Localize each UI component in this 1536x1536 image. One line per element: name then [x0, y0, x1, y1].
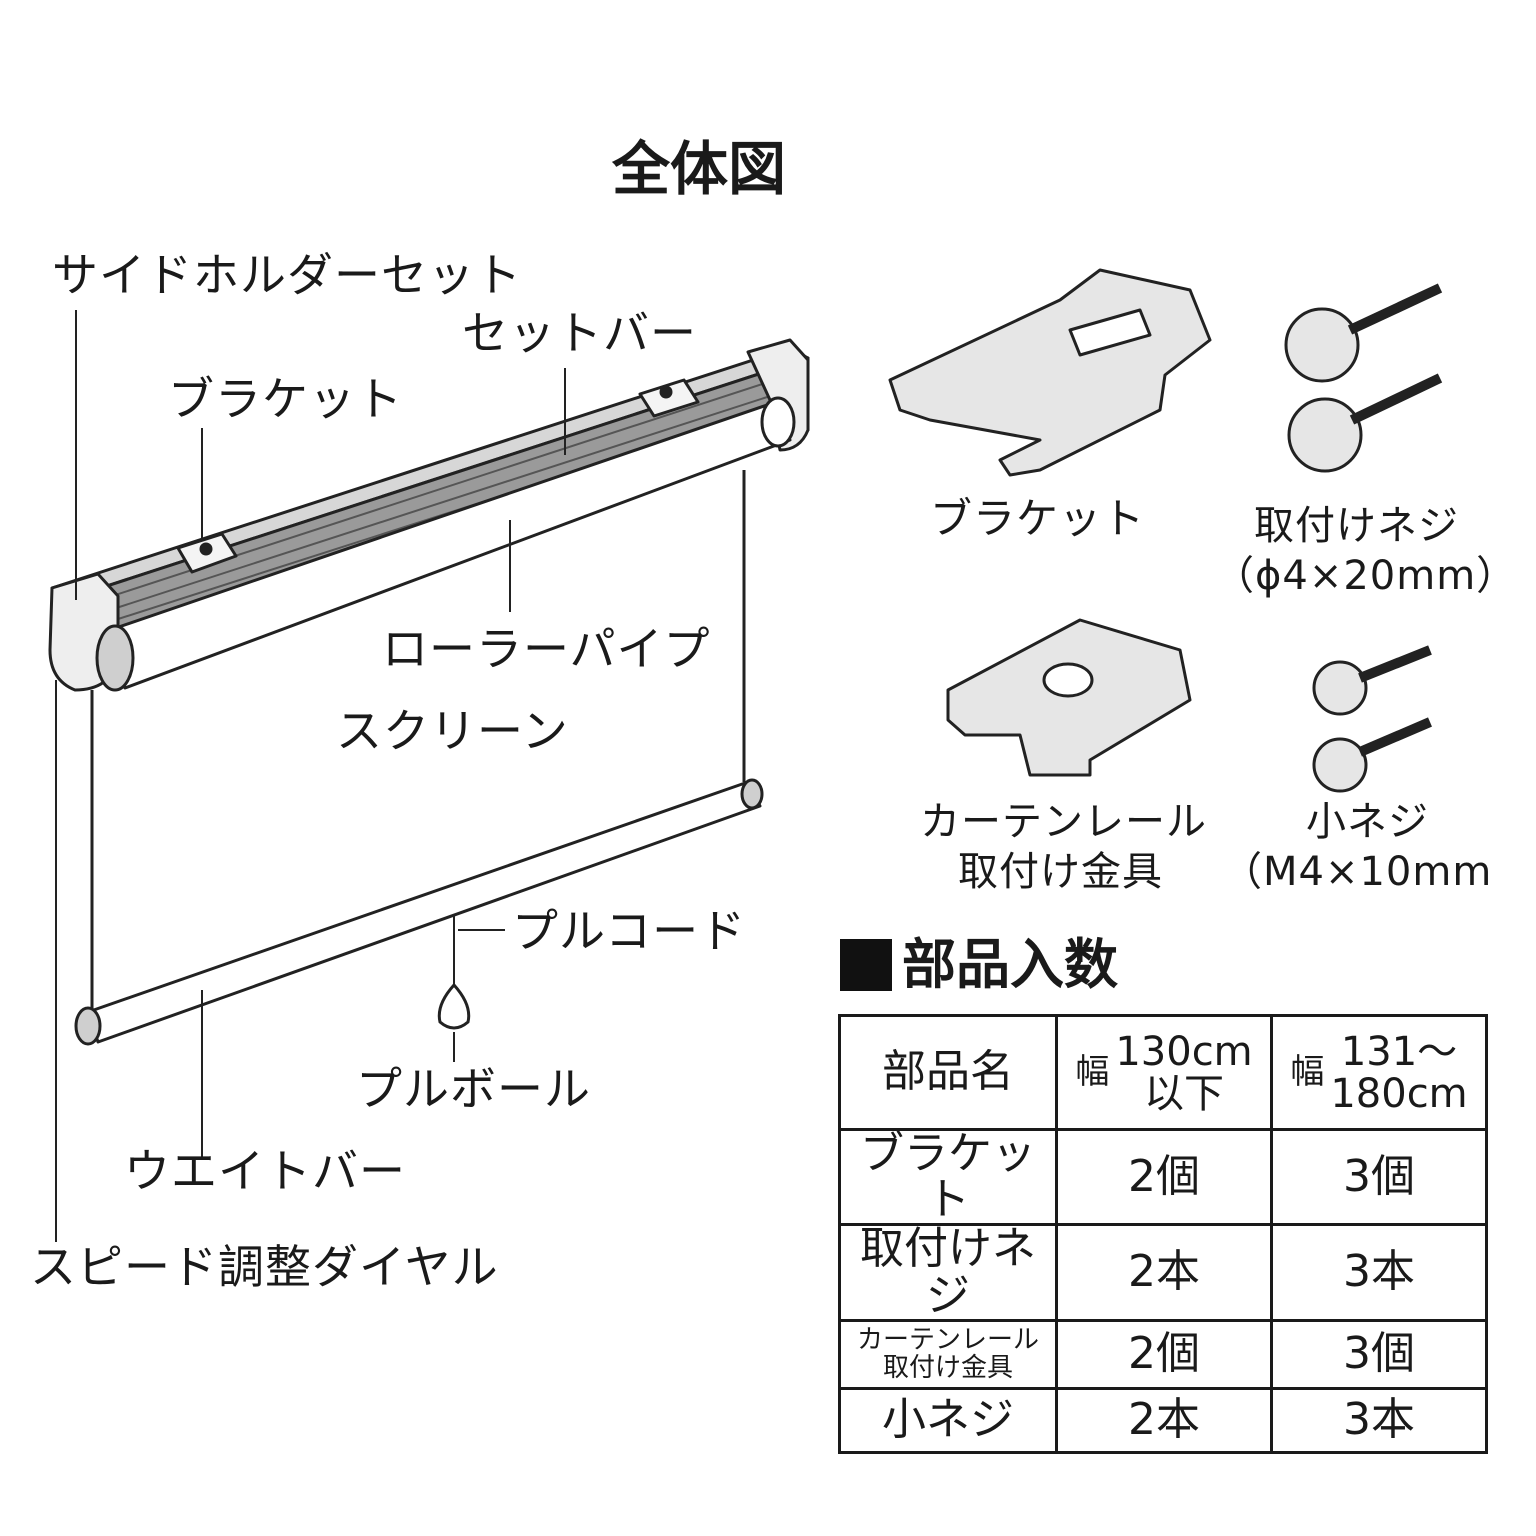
header-col2-line2: 180cm: [1330, 1070, 1468, 1117]
cell-name-line1: カーテンレール: [856, 1324, 1039, 1355]
header-col1-line2: 以下: [1144, 1070, 1224, 1117]
cell-name: 小ネジ: [838, 1386, 1058, 1454]
square-bullet-icon: [840, 939, 892, 991]
table-header-row: 部品名 幅 130cm 以下 幅 131～ 180cm: [838, 1014, 1488, 1131]
caption-rail-fitting-2: 取付け金具: [958, 849, 1163, 895]
label-bracket: ブラケット: [168, 372, 403, 426]
label-pull-cord: プルコード: [512, 904, 747, 958]
header-col2-prefix: 幅: [1290, 1051, 1325, 1092]
label-set-bar: セットバー: [462, 306, 697, 360]
header-col1-line1: 130cm: [1115, 1028, 1253, 1075]
screw-icon-1: [1284, 283, 1443, 383]
cell-c1: 2個: [1055, 1318, 1273, 1390]
page-title: 全体図: [612, 135, 787, 203]
cell-c2: 3本: [1270, 1223, 1488, 1322]
caption-small-screw-name: 小ネジ: [1306, 799, 1429, 845]
table-row: 取付けネジ 2本 3本: [838, 1223, 1488, 1322]
header-col2-line1: 131～: [1340, 1028, 1458, 1075]
cell-name-line2: 取付け金具: [882, 1353, 1013, 1384]
caption-small-screw-size: （M4×10mm: [1222, 849, 1493, 895]
caption-screw-name: 取付けネジ: [1254, 503, 1459, 549]
bracket-shape-2: [638, 378, 700, 418]
cell-c2: 3個: [1270, 1127, 1488, 1227]
label-speed-dial: スピード調整ダイヤル: [30, 1240, 499, 1294]
cell-name-two-line: カーテンレール 取付け金具: [838, 1318, 1058, 1390]
label-weight-bar: ウエイトバー: [124, 1144, 406, 1198]
cell-c2: 3個: [1270, 1318, 1488, 1390]
table-row: カーテンレール 取付け金具 2個 3個: [838, 1318, 1488, 1390]
label-pull-ball: プルボール: [356, 1062, 591, 1116]
cell-c2: 3本: [1270, 1386, 1488, 1454]
rail-fitting-icon: [946, 618, 1192, 777]
cell-c1: 2本: [1055, 1386, 1273, 1454]
bracket-part-icon: [888, 268, 1212, 477]
cell-name: 取付けネジ: [838, 1223, 1058, 1322]
header-name: 部品名: [838, 1014, 1058, 1131]
pull-ball-shape: [437, 983, 471, 1030]
parts-count-heading-text: 部品入数: [902, 933, 1118, 996]
parts-count-heading: 部品入数: [840, 938, 1118, 992]
header-col2: 幅 131～ 180cm: [1270, 1014, 1488, 1131]
caption-rail-fitting-1: カーテンレール: [920, 799, 1207, 845]
cell-c1: 2個: [1055, 1127, 1273, 1227]
cell-c1: 2本: [1055, 1223, 1273, 1322]
parts-count-table: 部品名 幅 130cm 以下 幅 131～ 180cm ブラケット 2個 3個: [838, 1014, 1488, 1454]
cell-name: ブラケット: [838, 1127, 1058, 1227]
small-screw-icon-1: [1312, 645, 1432, 716]
small-screw-icon-2: [1312, 717, 1432, 793]
caption-bracket: ブラケット: [930, 494, 1146, 543]
label-side-holder-set: サイドホルダーセット: [52, 248, 522, 302]
label-roller-pipe: ローラーパイプ: [382, 622, 711, 676]
screw-icon-2: [1287, 373, 1443, 473]
table-row: ブラケット 2個 3個: [838, 1127, 1488, 1227]
table-row: 小ネジ 2本 3本: [838, 1386, 1488, 1454]
label-screen: スクリーン: [336, 704, 569, 758]
header-col1: 幅 130cm 以下: [1055, 1014, 1273, 1131]
caption-screw-size: （ϕ4×20mm）: [1214, 553, 1518, 599]
header-col1-prefix: 幅: [1075, 1051, 1110, 1092]
